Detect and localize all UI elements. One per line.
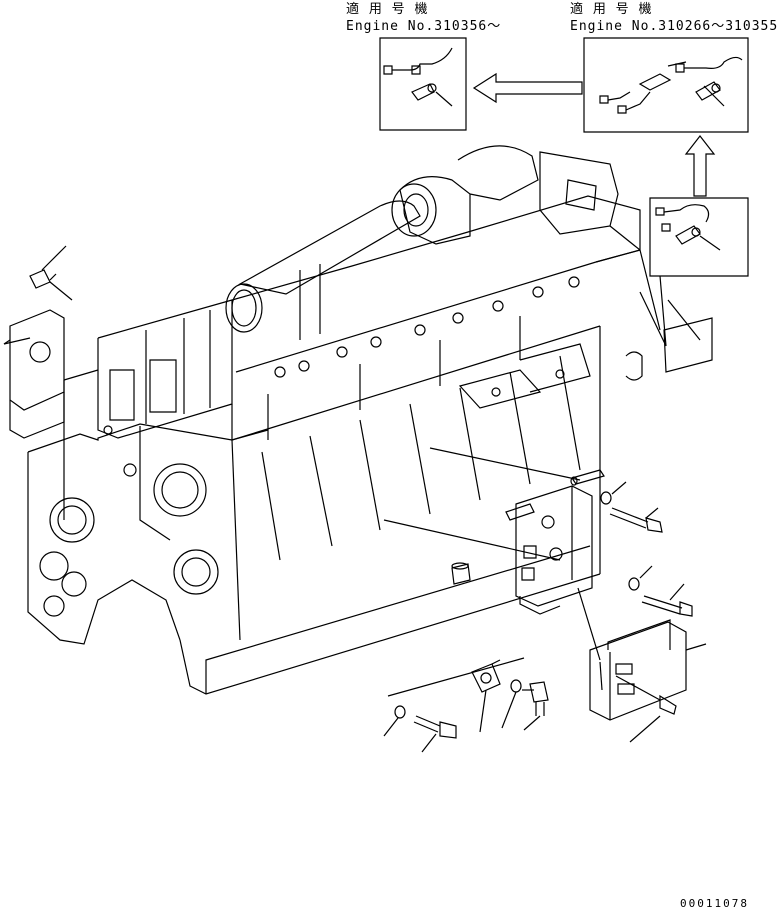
ecu-bolt — [616, 676, 676, 742]
left-arrow — [474, 74, 582, 102]
bolt-middle — [629, 566, 692, 616]
lower-sensor — [472, 660, 500, 732]
long-bolt-lower — [384, 658, 524, 752]
dowel-pins — [452, 470, 604, 584]
figure-number: 00011078 — [680, 897, 749, 910]
ecu-module — [578, 588, 706, 720]
right-callout-engine-range: Engine No.310266～310355 — [570, 19, 778, 34]
up-arrow — [686, 136, 714, 196]
bracket-plate-right — [626, 318, 712, 380]
left-sensor — [30, 246, 72, 300]
right-callout-box — [584, 38, 748, 132]
right-callout-title: 適 用 号 機 — [570, 2, 653, 17]
lower-washer-bolt — [502, 680, 548, 730]
left-callout-title: 適 用 号 機 — [346, 2, 429, 17]
ecu-bracket — [516, 486, 592, 614]
left-cover-plate — [4, 310, 64, 438]
engine-block — [28, 146, 660, 694]
left-callout-box — [380, 38, 466, 130]
leader-lines — [4, 300, 700, 560]
left-callout-engine-range: Engine No.310356～ — [346, 19, 502, 34]
bolt-upper — [601, 482, 662, 532]
sensor-detail-box — [640, 198, 748, 346]
